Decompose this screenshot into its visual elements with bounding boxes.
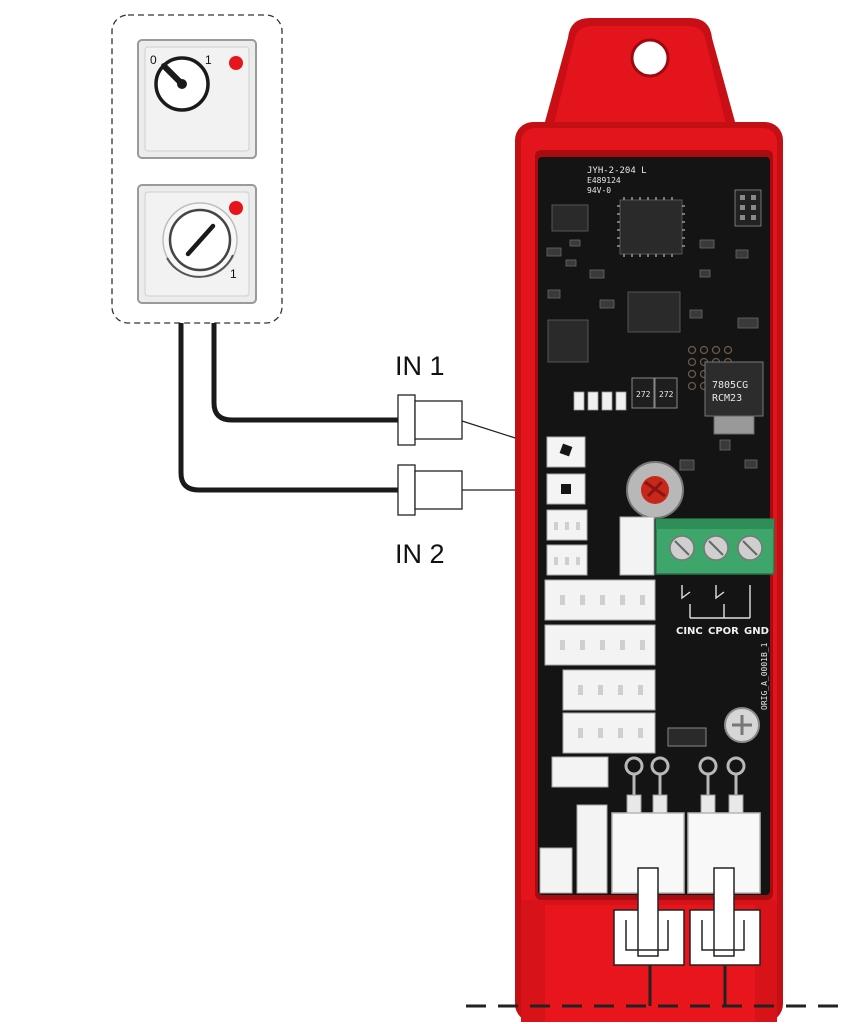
- pos-1-label: 1: [205, 53, 212, 67]
- silk-line-3: 94V-0: [587, 186, 611, 195]
- resistor-272-b: 272: [654, 377, 678, 409]
- terminal-label-gnd: GND: [744, 626, 769, 637]
- plug-in2: [397, 464, 463, 516]
- mounting-hole: [630, 38, 670, 78]
- board-id: ORIG_A_0001B_1: [760, 642, 769, 710]
- input-header-in2: [546, 473, 586, 505]
- svg-text:RCM23: RCM23: [712, 393, 742, 404]
- terminal-block[interactable]: [655, 518, 775, 575]
- top-key-switch[interactable]: 0 1: [137, 39, 257, 159]
- plug-in1: [397, 394, 463, 446]
- pcb: JYH-2-204 L E489124 94V-0: [538, 157, 775, 895]
- svg-text:272: 272: [636, 390, 651, 399]
- terminal-label-cpor: CPOR: [708, 626, 739, 637]
- pos-0-label: 0: [150, 53, 157, 67]
- input-label-in1: IN 1: [395, 351, 445, 381]
- output-connector-left: [611, 812, 685, 966]
- switch-panel: 0 1 1: [111, 14, 283, 324]
- input-header-in1: [546, 436, 586, 468]
- switch-panel-outline: [111, 14, 283, 324]
- indicator-led: [229, 201, 243, 215]
- output-connector-right: [687, 812, 761, 966]
- voltage-regulator: 7805CG RCM23: [704, 361, 764, 435]
- potentiometer[interactable]: [626, 461, 684, 519]
- resistor-272-a: 272: [631, 377, 655, 409]
- input-label-in2: IN 2: [395, 539, 445, 569]
- wire-in1: [211, 323, 398, 423]
- silk-line-1: JYH-2-204 L: [587, 166, 647, 176]
- svg-text:7805CG: 7805CG: [712, 380, 748, 391]
- relay-contact-symbol: [681, 585, 751, 619]
- indicator-led: [229, 56, 243, 70]
- board-screw: [724, 707, 760, 743]
- bottom-key-switch[interactable]: 1: [137, 184, 257, 304]
- wire-in2: [178, 323, 398, 493]
- terminal-label-cinc: CINC: [676, 626, 703, 637]
- pos-1-label: 1: [230, 267, 237, 281]
- silk-line-2: E489124: [587, 176, 621, 185]
- wires: [178, 323, 398, 493]
- svg-text:272: 272: [659, 390, 674, 399]
